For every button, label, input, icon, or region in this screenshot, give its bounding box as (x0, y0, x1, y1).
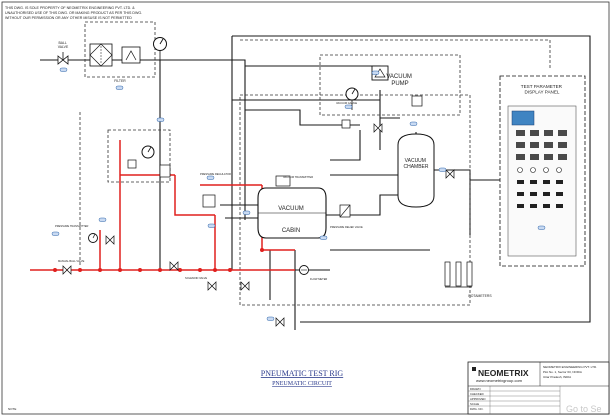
vacuum-chamber-line1: VACUUM (405, 158, 426, 164)
corner-note: NOTE (8, 407, 16, 411)
vacuum-pump: VACUUM PUMP (371, 65, 413, 87)
panel-switches (517, 180, 563, 208)
caption-pressure-transmitter: PRESSURE TRANSMITTER (55, 224, 89, 228)
ball-valve-label-line1: BALL (58, 41, 66, 45)
caption-manual-ball-valve: MANUAL BALL VALVE (58, 259, 85, 263)
caption-flow-meter: FLOW METER (310, 277, 327, 281)
vacuum-chamber: VACUUM CHAMBER (397, 133, 435, 208)
caption-solenoid-valve: SOLENOID VALVE (185, 276, 207, 280)
title-block-rows (468, 386, 561, 414)
drawing-title: PNEUMATIC TEST RIG (261, 369, 344, 378)
caption-vacuum-transmitter: VACUUM TRANSMITTER (283, 175, 313, 179)
notice-line-3: WITHOUT OUR PERMISSION OR ANY OTHER MISU… (5, 16, 132, 20)
title-row-drawn: DRAWN (470, 387, 480, 391)
filter-assembly: FILTER (89, 43, 141, 83)
solenoid-valves (127, 95, 423, 208)
title-row-dwg-no: DWG. NO. (470, 407, 484, 411)
inlet-ball-valve: BALL VALVE (57, 41, 69, 65)
panel-digital-meters (516, 130, 567, 160)
company-address-3: Uttar Pradesh, INDIA (543, 375, 571, 379)
caption-pressure-relief: PRESSURE RELIEF VALVE (330, 225, 363, 229)
cabin-label: CABIN (282, 228, 300, 234)
ownership-notice: THIS DWG. IS SOLE PROPERTY OF NEOMETRIX … (5, 6, 142, 20)
panel-indicator-lamps (517, 167, 562, 173)
panel-title-line1: TEST PARAMETER (521, 84, 563, 89)
component-captions: PRESSURE TRANSMITTER MANUAL BALL VALVE S… (55, 101, 363, 281)
air-line-junctions (53, 248, 264, 272)
panel-hmi-screen (511, 110, 535, 126)
title-block: NEOMETRIX www.neometrixgroup.com NEOMETR… (467, 361, 610, 415)
filter-label: FILTER (114, 79, 126, 83)
panel-title: TEST PARAMETER DISPLAY PANEL (521, 84, 563, 95)
title-row-approved: APPROVED (470, 397, 486, 401)
component-tags (51, 67, 546, 321)
pressure-gauge-mid (141, 145, 155, 159)
company-website: www.neometrixgroup.com (476, 378, 523, 383)
pressure-gauge-low (88, 233, 98, 243)
cabin-vacuum-label: VACUUM (278, 206, 304, 212)
company-logo-text: NEOMETRIX (478, 368, 529, 378)
vacuum-gauge-icon (345, 87, 359, 110)
caption-pressure-regulator: PRESSURE REGULATOR (200, 172, 231, 176)
ball-valve-label: BALL VALVE (58, 41, 69, 49)
ball-valve-label-line2: VALVE (58, 45, 69, 49)
vacuum-pump-label: VACUUM PUMP (386, 74, 413, 87)
title-row-checked: CHECKED (470, 392, 484, 396)
dashed-enclosures (79, 21, 551, 306)
vacuum-cabin-vessel: VACUUM CABIN (257, 175, 351, 239)
company-address-2: Plot No. 1, Sector 63, NOIDA (543, 370, 582, 374)
notice-line-1: THIS DWG. IS SOLE PROPERTY OF NEOMETRIX … (5, 6, 135, 10)
notice-line-2: UNAUTHORISED USE OF THIS DWG. OR MAKING … (5, 11, 142, 15)
watermark-text: Go to Se (566, 404, 602, 414)
title-row-scale: SCALE (470, 402, 479, 406)
display-panel: TEST PARAMETER DISPLAY PANEL (499, 75, 586, 267)
vacuum-chamber-line2: CHAMBER (403, 164, 428, 170)
caption-vacuum-gauge: VACUUM GAUGE (336, 101, 357, 105)
vacuum-chamber-label: VACUUM CHAMBER (403, 158, 428, 170)
rotameters-label: ROTAMETERS (468, 294, 492, 298)
vacuum-pump-line2: PUMP (391, 81, 408, 87)
flow-meter (299, 265, 309, 275)
pressure-gauge-top (153, 37, 167, 60)
company-address-1: NEOMETRIX ENGINEERING PVT. LTD. (543, 365, 597, 369)
air-line-valves (62, 123, 455, 327)
drawing-subtitle: PNEUMATIC CIRCUIT (272, 381, 332, 387)
panel-title-line2: DISPLAY PANEL (525, 90, 560, 95)
rotameters: ROTAMETERS (444, 261, 492, 298)
vacuum-pump-line1: VACUUM (386, 74, 412, 80)
